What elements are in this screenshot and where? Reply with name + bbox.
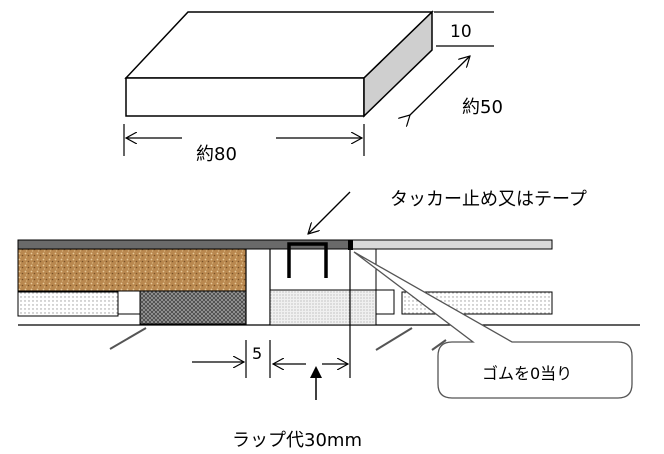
mesh-block — [139, 289, 247, 325]
gap-label: 5 — [252, 344, 262, 363]
width-label: 約50 — [462, 97, 503, 118]
right-lower-outline — [376, 289, 395, 315]
cork-layer — [17, 248, 247, 292]
block-3d — [124, 10, 434, 118]
rubber-callout: ゴムを0当り — [353, 251, 633, 399]
fastening-label: タッカー止め又はテープ — [390, 189, 587, 210]
gap-dimension: 5 — [192, 340, 271, 378]
block-front-face — [125, 77, 365, 117]
callout-bubble — [353, 251, 633, 399]
base-hatch-marks — [109, 327, 447, 351]
left-lower-outline — [117, 292, 141, 315]
thickness-label: 10 — [450, 22, 472, 42]
lap-dimension: ラップ代30mm — [232, 250, 362, 451]
width-dimension: 約50 — [410, 56, 503, 118]
cross-section — [17, 239, 640, 351]
center-fine-block — [269, 289, 377, 326]
lap-allowance-label: ラップ代30mm — [232, 430, 362, 451]
rubber-contact-label: ゴムを0当り — [482, 364, 572, 383]
fastening-note: タッカー止め又はテープ — [308, 189, 587, 234]
length-dimension: 約80 — [123, 124, 365, 165]
left-dotted-strip — [17, 291, 119, 317]
rubber-contact-point — [348, 240, 353, 250]
staple-icon — [287, 242, 328, 278]
length-label: 約80 — [196, 144, 237, 165]
thickness-dimension: 10 — [434, 11, 494, 47]
top-board-light — [349, 239, 553, 250]
